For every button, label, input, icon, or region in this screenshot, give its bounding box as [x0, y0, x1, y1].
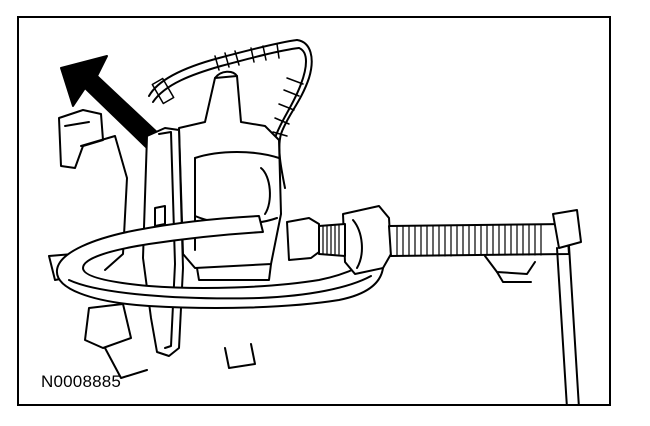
c-clamp	[55, 205, 392, 309]
arrow-indicator-icon	[60, 55, 162, 149]
brake-caliper	[178, 70, 282, 281]
clamp-handle	[484, 209, 582, 404]
illustration-frame: N0008885	[17, 16, 611, 406]
figure-id-label: N0008885	[41, 372, 122, 391]
clamp-screw	[286, 217, 570, 261]
caliper-clamp-illustration	[48, 39, 582, 404]
